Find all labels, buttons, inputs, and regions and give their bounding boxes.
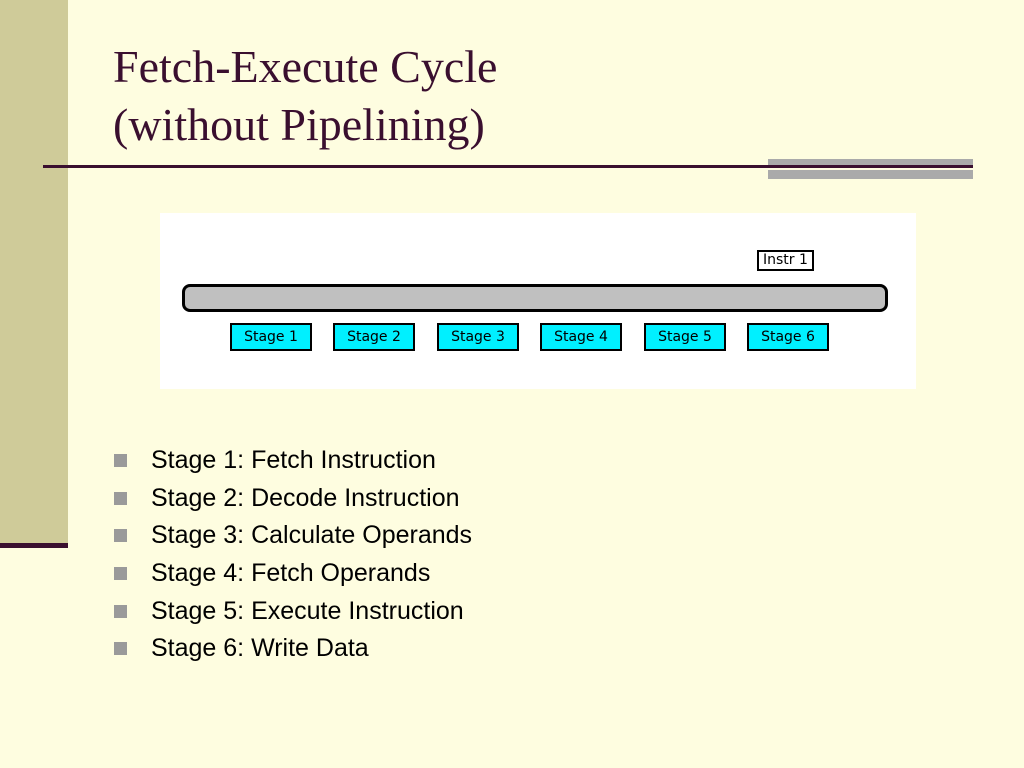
list-item: Stage 6: Write Data <box>114 630 472 668</box>
slide-title-line-2: (without Pipelining) <box>113 99 485 150</box>
pipeline-diagram: Instr 1 Stage 1 Stage 2 Stage 3 Stage 4 … <box>160 213 916 389</box>
title-divider <box>43 165 973 168</box>
slide-title-line-1: Fetch-Execute Cycle <box>113 41 498 92</box>
pipeline-bar <box>182 284 888 312</box>
list-item: Stage 4: Fetch Operands <box>114 555 472 593</box>
list-item: Stage 1: Fetch Instruction <box>114 442 472 480</box>
list-item: Stage 5: Execute Instruction <box>114 592 472 630</box>
stage-box-1: Stage 1 <box>230 323 312 351</box>
list-item-text: Stage 3: Calculate Operands <box>151 521 473 550</box>
stage-box-3: Stage 3 <box>437 323 519 351</box>
left-decor-rule <box>0 543 68 548</box>
stage-box-5: Stage 5 <box>644 323 726 351</box>
instr-label: Instr 1 <box>757 250 814 271</box>
title-divider-accent <box>768 159 973 179</box>
list-item: Stage 3: Calculate Operands <box>114 517 472 555</box>
bullet-square-icon <box>114 454 127 468</box>
list-item: Stage 2: Decode Instruction <box>114 480 472 518</box>
bullet-square-icon <box>114 491 127 505</box>
slide-title: Fetch-Execute Cycle (without Pipelining) <box>113 38 497 154</box>
stage-box-6: Stage 6 <box>747 323 829 351</box>
left-decor-band <box>0 0 68 546</box>
stage-box-4: Stage 4 <box>540 323 622 351</box>
bullet-square-icon <box>114 567 127 581</box>
stage-list: Stage 1: Fetch Instruction Stage 2: Deco… <box>114 442 472 668</box>
list-item-text: Stage 4: Fetch Operands <box>151 559 431 588</box>
bullet-square-icon <box>114 642 127 656</box>
bullet-square-icon <box>114 529 127 543</box>
list-item-text: Stage 6: Write Data <box>151 634 369 663</box>
list-item-text: Stage 5: Execute Instruction <box>151 596 464 625</box>
stage-box-2: Stage 2 <box>333 323 415 351</box>
list-item-text: Stage 1: Fetch Instruction <box>151 446 436 475</box>
bullet-square-icon <box>114 604 127 618</box>
list-item-text: Stage 2: Decode Instruction <box>151 483 460 512</box>
